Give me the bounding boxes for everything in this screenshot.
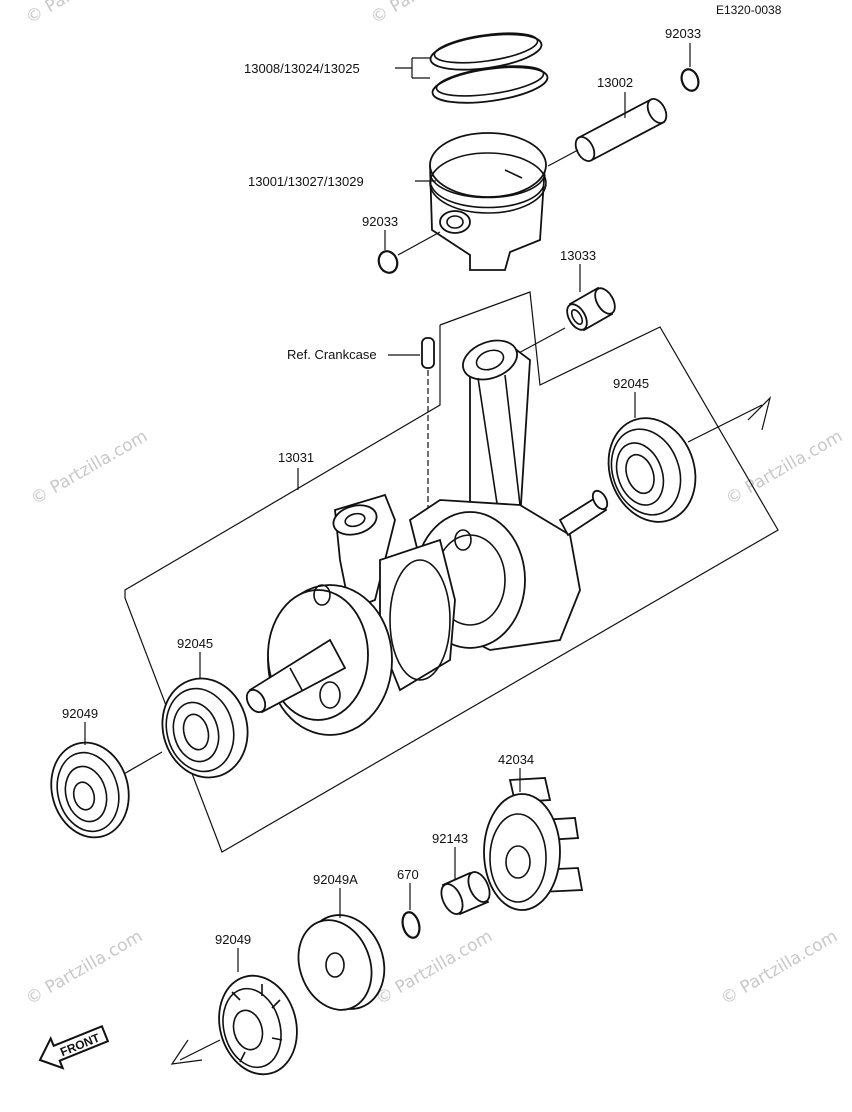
circlip-top	[680, 68, 700, 92]
label-needle-bearing: 13033	[560, 248, 596, 263]
ring-670	[401, 911, 421, 939]
watermark: © Partzilla.com	[23, 0, 147, 28]
piston-pin	[574, 98, 668, 162]
collar	[440, 871, 491, 916]
shaft-axis-bottom	[179, 1039, 221, 1061]
label-spacer: 92049A	[313, 872, 358, 887]
axis-arrow-bottom	[170, 1039, 203, 1065]
label-circlip-left: 92033	[362, 214, 398, 229]
rotor	[483, 777, 584, 911]
label-ring-670: 670	[397, 867, 419, 882]
watermark: © Partzilla.com	[373, 926, 497, 1009]
label-piston: 13001/13027/13029	[248, 174, 364, 189]
watermark: © Partzilla.com	[723, 426, 847, 509]
piston-rings	[429, 32, 549, 104]
pin-axis-line	[547, 149, 579, 167]
piston	[429, 132, 547, 271]
label-oil-seal-left: 92049	[62, 706, 98, 721]
dowel-pin	[421, 337, 435, 369]
label-rotor: 42034	[498, 752, 534, 767]
bearing-left	[161, 677, 249, 779]
oil-seal-left	[50, 741, 130, 839]
label-bearing-left: 92045	[177, 636, 213, 651]
bearing-axis-line	[514, 327, 566, 356]
crankshaft-assembly-outline	[124, 291, 779, 853]
ring-set-leader	[395, 57, 430, 79]
label-bearing-right: 92045	[613, 376, 649, 391]
label-crankshaft: 13031	[278, 450, 314, 465]
label-piston-pin: 13002	[597, 75, 633, 90]
crankshaft	[245, 339, 609, 736]
label-oil-seal-bottom: 92049	[215, 932, 251, 947]
axis-arrow-right	[747, 396, 772, 431]
front-arrow-icon: FRONT	[38, 1025, 110, 1070]
label-circlip-top: 92033	[665, 26, 701, 41]
diagram-id: E1320-0038	[716, 3, 782, 17]
label-ring-set: 13008/13024/13025	[244, 61, 360, 76]
oil-seal-bottom	[218, 974, 298, 1076]
label-ref-crankcase: Ref. Crankcase	[287, 347, 377, 362]
bearing-right	[607, 417, 697, 523]
watermark: © Partzilla.com	[718, 926, 842, 1009]
pin-axis-left	[397, 231, 441, 256]
watermark: © Partzilla.com	[23, 926, 147, 1009]
shaft-axis-left	[121, 751, 163, 776]
watermark: © Partzilla.com	[28, 426, 152, 509]
shaft-axis-right	[687, 404, 763, 443]
circlip-left	[377, 250, 399, 274]
label-collar: 92143	[432, 831, 468, 846]
spacer	[297, 914, 386, 1011]
needle-bearing	[566, 286, 616, 332]
watermark: © Partzilla.com	[368, 0, 492, 28]
